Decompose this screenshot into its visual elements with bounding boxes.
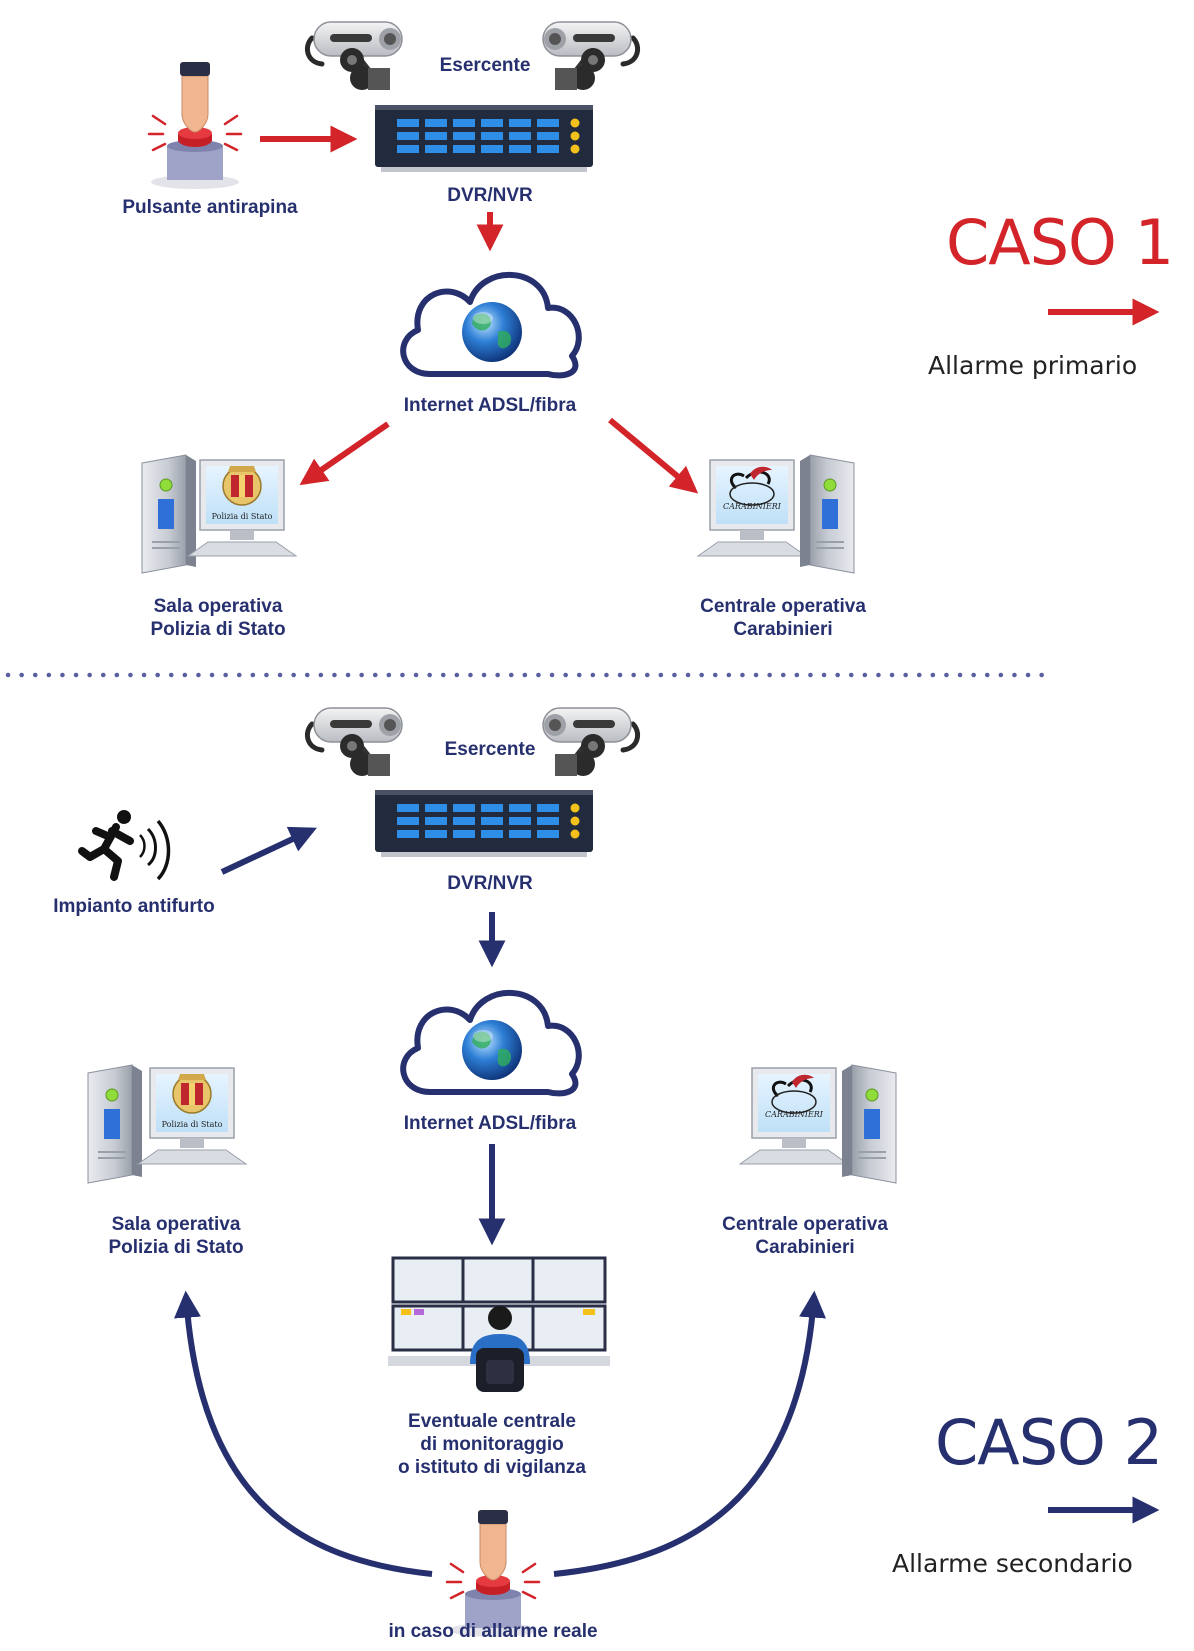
case2-title: CASO 2 — [935, 1406, 1163, 1479]
screen-label-carabinieri: CARABINIERI — [765, 1110, 824, 1119]
computer-icon: CARABINIERI — [739, 1064, 897, 1184]
real-alarm-label: in caso di allarme reale — [388, 1621, 598, 1642]
case1-title: CASO 1 — [946, 206, 1174, 279]
antitheft-label: Impianto antifurto — [53, 896, 215, 917]
case2-subtitle: Allarme secondario — [892, 1549, 1133, 1578]
screen-label-polizia: Polizia di Stato — [162, 1120, 223, 1129]
case2-section: Polizia di Stato CARABINIERI — [82, 708, 1160, 1639]
cloud-globe-icon — [403, 275, 579, 375]
internet-label: Internet ADSL/fibra — [403, 395, 577, 416]
panic-button-icon — [147, 60, 243, 191]
merchant-label: Esercente — [439, 55, 531, 76]
arrow-internet-to-polizia — [299, 421, 390, 486]
carabinieri-label: Centrale operativa Carabinieri — [700, 596, 866, 640]
dvr-icon — [375, 790, 593, 857]
arrow-real-alarm-to-polizia — [174, 1290, 433, 1577]
panic-button-label: Pulsante antirapina — [122, 197, 298, 218]
screen-label-polizia: Polizia di Stato — [212, 512, 273, 521]
arrow-internet-to-carabinieri — [608, 417, 699, 494]
running-man-icon — [82, 810, 169, 879]
arrow-real-alarm-to-carabinieri — [553, 1290, 826, 1577]
cloud-globe-icon — [403, 993, 579, 1093]
polizia-label: Sala operativa Polizia di Stato — [108, 1214, 244, 1258]
dvr-label: DVR/NVR — [447, 873, 533, 894]
merchant-label: Esercente — [444, 739, 536, 760]
panic-button-icon — [445, 1508, 541, 1639]
camera-icon — [307, 22, 402, 90]
computer-icon: Polizia di Stato — [141, 454, 297, 574]
carabinieri-label: Centrale operativa Carabinieri — [722, 1214, 888, 1258]
operator-console-icon — [388, 1256, 610, 1392]
dvr-label: DVR/NVR — [447, 185, 533, 206]
case1-subtitle: Allarme primario — [928, 351, 1138, 380]
monitoring-center-label: Eventuale centrale di monitoraggio o ist… — [398, 1411, 586, 1478]
arrow-antitheft-to-dvr — [220, 826, 317, 875]
computer-icon: Polizia di Stato — [87, 1064, 247, 1184]
computer-icon: CARABINIERI — [697, 454, 855, 574]
internet-label: Internet ADSL/fibra — [403, 1113, 577, 1134]
dvr-icon — [375, 105, 593, 172]
screen-label-carabinieri: CARABINIERI — [723, 502, 782, 511]
polizia-label: Sala operativa Polizia di Stato — [150, 596, 286, 640]
case1-section: Polizia di Stato CARABINIERI — [141, 22, 1160, 574]
camera-icon — [307, 708, 402, 776]
